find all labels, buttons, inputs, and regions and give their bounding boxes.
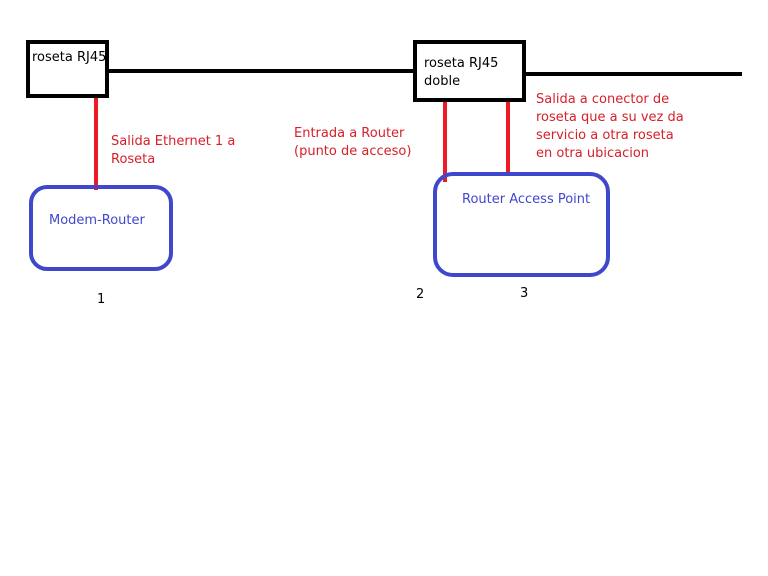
rosette-double-box	[413, 40, 526, 102]
rosette-double-label: roseta RJ45 doble	[424, 56, 499, 89]
modem-router-label: Modem-Router	[49, 213, 145, 228]
connector-out-annotation: Salida a conector de roseta que a su vez…	[536, 92, 684, 161]
router-in-annotation: Entrada a Router (punto de acceso)	[294, 126, 412, 159]
access-point-label: Router Access Point	[462, 192, 591, 207]
ethernet-out-annotation: Salida Ethernet 1 a Roseta	[111, 134, 236, 167]
modem-router-box	[29, 185, 173, 271]
access-point-box	[433, 172, 610, 277]
port-number-3: 3	[520, 286, 529, 301]
port-number-2: 2	[416, 287, 425, 302]
rosette-single-label: roseta RJ45	[32, 50, 107, 65]
port-number-1: 1	[97, 292, 106, 307]
rosette-single-box	[26, 40, 109, 98]
